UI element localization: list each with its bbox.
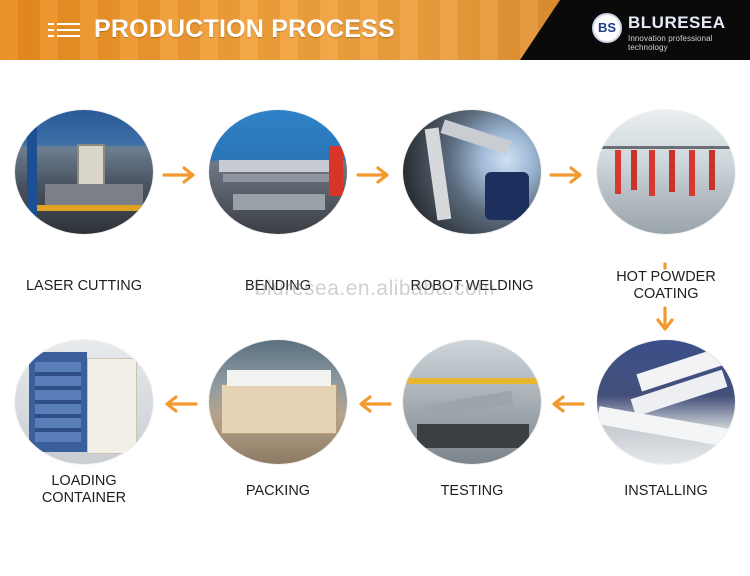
laser-cutting-photo <box>15 110 153 234</box>
header-banner: PRODUCTION PROCESS BS BLURESEA Innovatio… <box>0 0 750 60</box>
step-label-packing: PACKING <box>245 483 311 499</box>
banner-orange-panel <box>0 0 560 60</box>
arrow-right-icon <box>162 165 198 185</box>
step-label-hot-powder-coating: HOT POWDER COATING <box>616 269 716 302</box>
testing-photo <box>403 340 541 464</box>
logo-monogram: BS <box>592 13 622 43</box>
watermark: bluresea.en.alibaba.com <box>254 277 496 300</box>
arrow-right-icon <box>549 165 585 185</box>
logo-name: BLURESEA <box>628 13 726 32</box>
logo-tagline: Innovation professional technology <box>628 34 713 52</box>
arrow-left-icon <box>549 394 585 414</box>
arrow-left-icon <box>162 394 198 414</box>
arrow-left-icon <box>356 394 392 414</box>
page-title: PRODUCTION PROCESS <box>94 15 395 43</box>
installing-photo <box>597 340 735 464</box>
step-label-loading-container: LOADING CONTAINER <box>41 473 127 506</box>
step-label-laser-cutting: LASER CUTTING <box>25 278 142 294</box>
arrow-right-icon <box>356 165 392 185</box>
hot-powder-coating-photo <box>597 110 735 234</box>
packing-photo <box>209 340 347 464</box>
bending-photo <box>209 110 347 234</box>
arrow-down-icon <box>652 262 678 334</box>
loading-container-photo <box>15 340 153 464</box>
step-label-bending: BENDING <box>244 278 312 294</box>
step-label-testing: TESTING <box>440 483 504 499</box>
step-label-installing: INSTALLING <box>624 483 708 499</box>
step-label-robot-welding: ROBOT WELDING <box>410 278 534 294</box>
robot-welding-photo <box>403 110 541 234</box>
banner-dark-panel <box>520 0 750 60</box>
menu-icon <box>48 21 80 39</box>
